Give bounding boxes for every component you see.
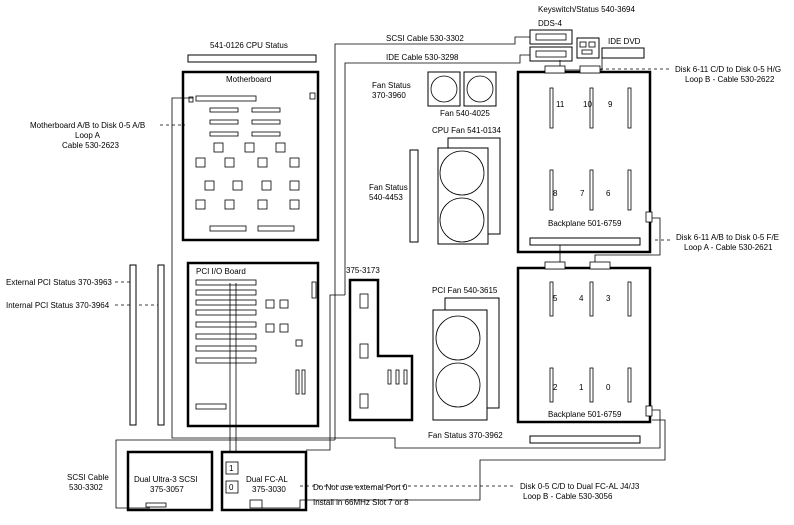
ext-pci-status-bar bbox=[129, 264, 137, 426]
svg-text:8: 8 bbox=[553, 189, 558, 198]
loop-b-cable bbox=[262, 419, 666, 509]
motherboard-cable-label: Motherboard A/B to Disk 0-5 A/B Loop A C… bbox=[30, 121, 145, 150]
scsi-cable-left bbox=[115, 439, 335, 509]
ext-pci-label: External PCI Status 370-3963 bbox=[6, 278, 112, 287]
keyswitch-label: Keyswitch/Status 540-3694 bbox=[538, 5, 635, 14]
cpu-fan-label: CPU Fan 541-0134 bbox=[432, 126, 501, 135]
svg-text:Loop B - Cable 530-2622: Loop B - Cable 530-2622 bbox=[685, 75, 775, 84]
svg-text:Disk 0-5 C/D to Dual FC-AL J4/: Disk 0-5 C/D to Dual FC-AL J4/J3 bbox=[520, 482, 640, 491]
svg-text:1: 1 bbox=[229, 464, 234, 473]
svg-text:6: 6 bbox=[606, 189, 611, 198]
svg-text:Dual FC-AL: Dual FC-AL bbox=[246, 475, 288, 484]
disk-top-label: Disk 6-11 C/D to Disk 0-5 H/G Loop B - C… bbox=[675, 65, 781, 84]
svg-text:375-3057: 375-3057 bbox=[150, 485, 184, 494]
svg-text:Loop B - Cable 530-3056: Loop B - Cable 530-3056 bbox=[523, 492, 613, 501]
svg-text:4: 4 bbox=[579, 294, 584, 303]
fan-status-1-label-a: Fan Status bbox=[372, 81, 411, 90]
svg-text:Cable 530-2623: Cable 530-2623 bbox=[62, 141, 119, 150]
svg-text:1: 1 bbox=[579, 383, 584, 392]
svg-text:11: 11 bbox=[556, 100, 565, 109]
fan-status-2-label-a: Fan Status bbox=[369, 183, 408, 192]
cpu-status-bar bbox=[187, 54, 317, 63]
svg-text:5: 5 bbox=[553, 294, 558, 303]
motherboard: Motherboard bbox=[181, 70, 320, 242]
svg-text:Loop A: Loop A bbox=[75, 131, 101, 140]
backplane-top bbox=[516, 65, 653, 254]
svg-text:10: 10 bbox=[583, 100, 592, 109]
scsi-cable-left-label: SCSI Cable 530-3302 bbox=[67, 473, 109, 492]
board-375-3173 bbox=[348, 278, 414, 422]
dds-label: DDS-4 bbox=[538, 19, 563, 28]
svg-text:0: 0 bbox=[606, 383, 611, 392]
backplane-bottom bbox=[516, 261, 653, 444]
install-note: Do Not use external Port 0 Install in 66… bbox=[313, 483, 409, 507]
dual-ultra3-scsi-card: Dual Ultra-3 SCSI 375-3057 bbox=[126, 450, 214, 512]
svg-text:Dual Ultra-3 SCSI: Dual Ultra-3 SCSI bbox=[134, 475, 198, 484]
ide-dvd-drive bbox=[601, 47, 645, 59]
svg-text:375-3030: 375-3030 bbox=[252, 485, 286, 494]
svg-text:Disk 6-11 A/B to Disk 0-5 F/E: Disk 6-11 A/B to Disk 0-5 F/E bbox=[676, 233, 779, 242]
fan-540-4025 bbox=[427, 71, 497, 107]
svg-text:SCSI Cable: SCSI Cable bbox=[67, 473, 109, 482]
svg-text:530-3302: 530-3302 bbox=[69, 483, 103, 492]
keyswitch-module bbox=[576, 37, 600, 59]
backplane-top-label: Backplane 501-6759 bbox=[548, 219, 622, 228]
pci-fan bbox=[432, 297, 500, 421]
scsi-cable-top bbox=[334, 36, 530, 440]
ide-cable bbox=[344, 54, 530, 295]
backplane-bottom-label: Backplane 501-6759 bbox=[548, 410, 622, 419]
int-pci-label: Internal PCI Status 370-3964 bbox=[6, 301, 110, 310]
int-pci-status-bar bbox=[157, 264, 165, 426]
cpu-status-label: 541-0126 CPU Status bbox=[210, 41, 288, 50]
pci-io-label: PCI I/O Board bbox=[196, 267, 246, 276]
svg-text:7: 7 bbox=[580, 189, 585, 198]
dual-fc-al-card: 1 0 Dual FC-AL 375-3030 bbox=[220, 450, 308, 512]
svg-text:0: 0 bbox=[229, 483, 234, 492]
dds-drive bbox=[529, 29, 573, 62]
cpu-fan bbox=[409, 137, 501, 245]
svg-text:Loop A - Cable 530-2621: Loop A - Cable 530-2621 bbox=[684, 243, 773, 252]
svg-text:Motherboard A/B to Disk 0-5 A/: Motherboard A/B to Disk 0-5 A/B bbox=[30, 121, 145, 130]
fan-540-4025-label: Fan 540-4025 bbox=[440, 109, 490, 118]
scsi-cable-top-label: SCSI Cable 530-3302 bbox=[386, 34, 464, 43]
svg-text:3: 3 bbox=[606, 294, 611, 303]
pci-fan-label: PCI Fan 540-3615 bbox=[432, 286, 498, 295]
ide-cable-label: IDE Cable 530-3298 bbox=[386, 53, 459, 62]
svg-text:Disk 6-11 C/D to Disk 0-5 H/G: Disk 6-11 C/D to Disk 0-5 H/G bbox=[675, 65, 781, 74]
fan-status-2-label-b: 540-4453 bbox=[369, 193, 403, 202]
loop-a-cable bbox=[171, 97, 661, 449]
fan-status-1-label-b: 370-3960 bbox=[372, 91, 406, 100]
svg-text:Install in 66MHz Slot 7 or 8: Install in 66MHz Slot 7 or 8 bbox=[313, 498, 409, 507]
disk-bottom-label: Disk 0-5 C/D to Dual FC-AL J4/J3 Loop B … bbox=[520, 482, 640, 501]
ide-dvd-label: IDE DVD bbox=[608, 37, 641, 46]
disk-mid-label: Disk 6-11 A/B to Disk 0-5 F/E Loop A - C… bbox=[676, 233, 779, 252]
n375-3173-label: 375-3173 bbox=[346, 266, 380, 275]
pci-io-board: PCI I/O Board bbox=[186, 261, 320, 428]
svg-text:9: 9 bbox=[608, 100, 613, 109]
fan-status-3-label: Fan Status 370-3962 bbox=[428, 431, 503, 440]
motherboard-label: Motherboard bbox=[226, 75, 271, 84]
svg-text:Do Not use external Port 0: Do Not use external Port 0 bbox=[313, 483, 408, 492]
svg-text:2: 2 bbox=[553, 383, 558, 392]
